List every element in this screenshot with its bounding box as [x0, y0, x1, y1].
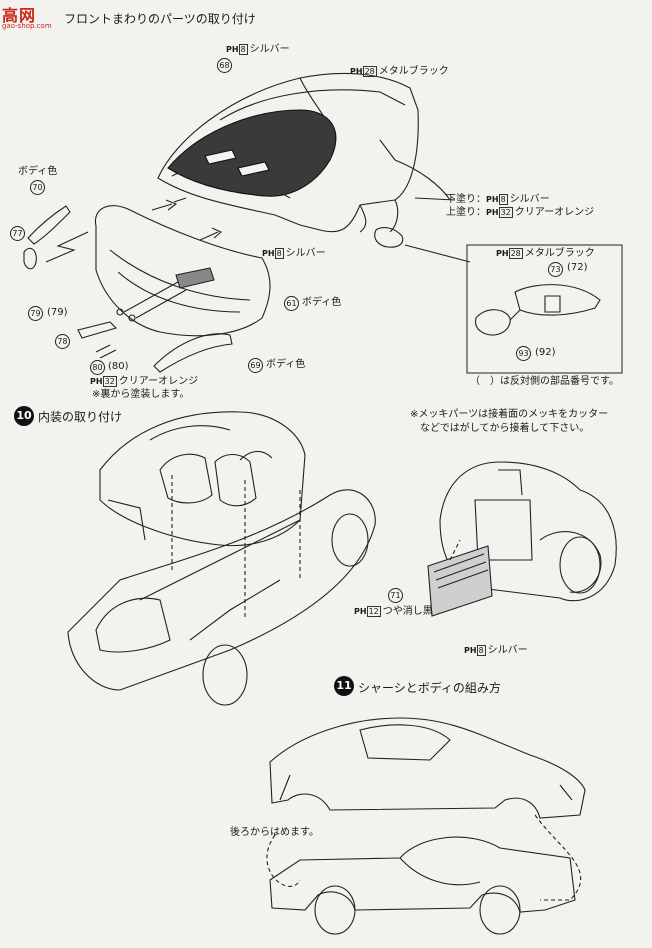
paint-name: クリアーオレンジ — [514, 207, 595, 218]
paint-code-prefix: PH — [464, 646, 477, 655]
part-number-79-opposite: (79) — [47, 307, 68, 318]
part-number-79: 79 — [28, 306, 43, 321]
section10-title: 内装の取り付け — [38, 410, 123, 424]
paint-code-box: 8 — [274, 248, 284, 259]
interior-tub — [99, 411, 306, 547]
part-number-80: 80 — [90, 360, 105, 375]
part-number-93: 93 — [516, 346, 531, 361]
plating-note-line2: などではがしてから接着して下さい。 — [420, 423, 590, 434]
section11-title: シャーシとボディの組み方 — [358, 681, 501, 695]
paint-code-prefix: PH — [350, 67, 363, 76]
part-number-68: 68 — [217, 58, 232, 73]
mirror-inset-box — [466, 244, 623, 374]
label-body-color-61: ボディ色 — [302, 297, 342, 308]
paint-code-box: 8 — [238, 44, 248, 55]
paint-code-box: 8 — [476, 645, 486, 656]
paint-name: つや消し黒 — [382, 606, 433, 617]
paint-code-box: 28 — [508, 248, 523, 259]
paint-code-prefix: PH — [226, 45, 239, 54]
under-coat-label: 下塗り： — [446, 194, 486, 205]
label-body-color-69: ボディ色 — [266, 359, 306, 370]
paint-code-prefix: PH — [486, 195, 499, 204]
paint-code-box: 28 — [362, 66, 377, 77]
paint-code-box: 32 — [102, 376, 117, 387]
paint-name: シルバー — [487, 645, 528, 656]
part-number-73: 73 — [548, 262, 563, 277]
paint-name: シルバー — [509, 194, 550, 205]
paint-code-prefix: PH — [354, 607, 367, 616]
section9-title: フロントまわりのパーツの取り付け — [64, 12, 256, 26]
paint-name: メタルブラック — [524, 248, 595, 259]
site-logo: 高网 gao-shop.com — [2, 2, 62, 36]
paint-code-prefix: PH — [262, 249, 275, 258]
part-number-78: 78 — [55, 334, 70, 349]
paint-name: メタルブラック — [378, 66, 449, 77]
step-number-10: 10 — [14, 406, 34, 426]
part-number-72-opposite: (72) — [567, 262, 588, 273]
part-number-71: 71 — [388, 588, 403, 603]
instruction-insert-from-rear: 後ろからはめます。 — [230, 827, 319, 838]
hood-black — [167, 109, 337, 197]
paint-code-prefix: PH — [496, 249, 509, 258]
paint-name: シルバー — [249, 44, 290, 55]
top-coat-label: 上塗り： — [446, 207, 486, 218]
part-number-61: 61 — [284, 296, 299, 311]
note-paint-from-back: ※裏から塗装します。 — [92, 389, 190, 400]
part-number-92-opposite: (92) — [535, 347, 556, 358]
chassis-floor — [67, 489, 376, 706]
part-number-80-opposite: (80) — [108, 361, 129, 372]
part-number-70: 70 — [30, 180, 45, 195]
part-number-69: 69 — [248, 358, 263, 373]
front-bumper — [94, 205, 271, 337]
logo-url: gao-shop.com — [2, 22, 52, 30]
paint-name: シルバー — [285, 248, 326, 259]
note-opposite-parts: （ ）は反対側の部品番号です。 — [470, 376, 619, 387]
paint-name: クリアーオレンジ — [118, 376, 199, 387]
chassis-assembled — [269, 836, 576, 935]
step-number-11: 11 — [334, 676, 354, 696]
paint-code-prefix: PH — [90, 377, 103, 386]
label-body-color-70: ボディ色 — [18, 166, 58, 177]
part-number-77: 77 — [10, 226, 25, 241]
panel-71 — [427, 545, 493, 617]
front-body-drawing — [157, 72, 419, 233]
paint-code-prefix: PH — [486, 208, 499, 217]
paint-code-box: 32 — [498, 207, 513, 218]
paint-code-box: 8 — [498, 194, 508, 205]
logo-brand: 高网 — [2, 6, 37, 25]
body-shell — [269, 717, 586, 819]
paint-code-box: 12 — [366, 606, 381, 617]
plating-note-line1: ※メッキパーツは接着面のメッキをカッター — [410, 409, 609, 420]
